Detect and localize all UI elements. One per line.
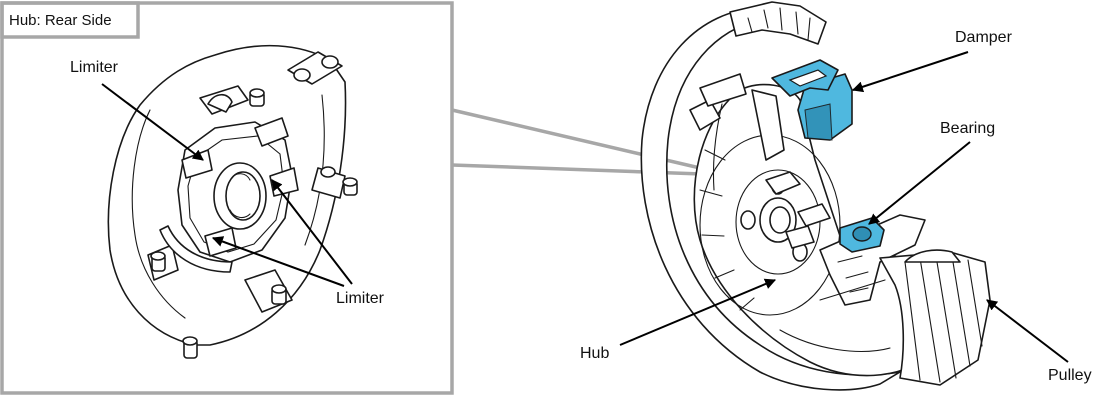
label-pulley: Pulley [1048,367,1092,384]
label-bearing: Bearing [940,120,995,137]
callout-lines [451,108,731,177]
arrow-bearing [868,141,971,225]
inset-border [0,1,454,395]
inset-title-box [0,1,140,39]
arrow-hub [619,278,777,346]
label-damper: Damper [955,29,1013,46]
damper-shadow [804,103,833,141]
label-limiter-top: Limiter [70,59,119,76]
arrow-damper [851,51,969,93]
arrow-limiter-bottom-1 [271,179,353,285]
arrow-limiter-top [101,83,204,161]
damper-clip-slot [788,69,828,87]
hub-rear-side-icon [107,44,358,359]
arrow-pulley [986,299,1069,363]
main-labels: Damper Bearing Hub Pulley [580,29,1092,384]
pulley-assembly-icon [640,1,991,391]
label-limiter-bottom: Limiter [336,290,385,307]
label-hub: Hub [580,345,609,362]
arrow-limiter-bottom-2 [211,236,345,287]
inset-title: Hub: Rear Side [9,12,112,29]
inset-labels: Limiter Limiter [70,59,385,307]
bearing-ball [852,226,872,242]
damper-icon [771,59,853,141]
bearing-icon [839,217,885,253]
